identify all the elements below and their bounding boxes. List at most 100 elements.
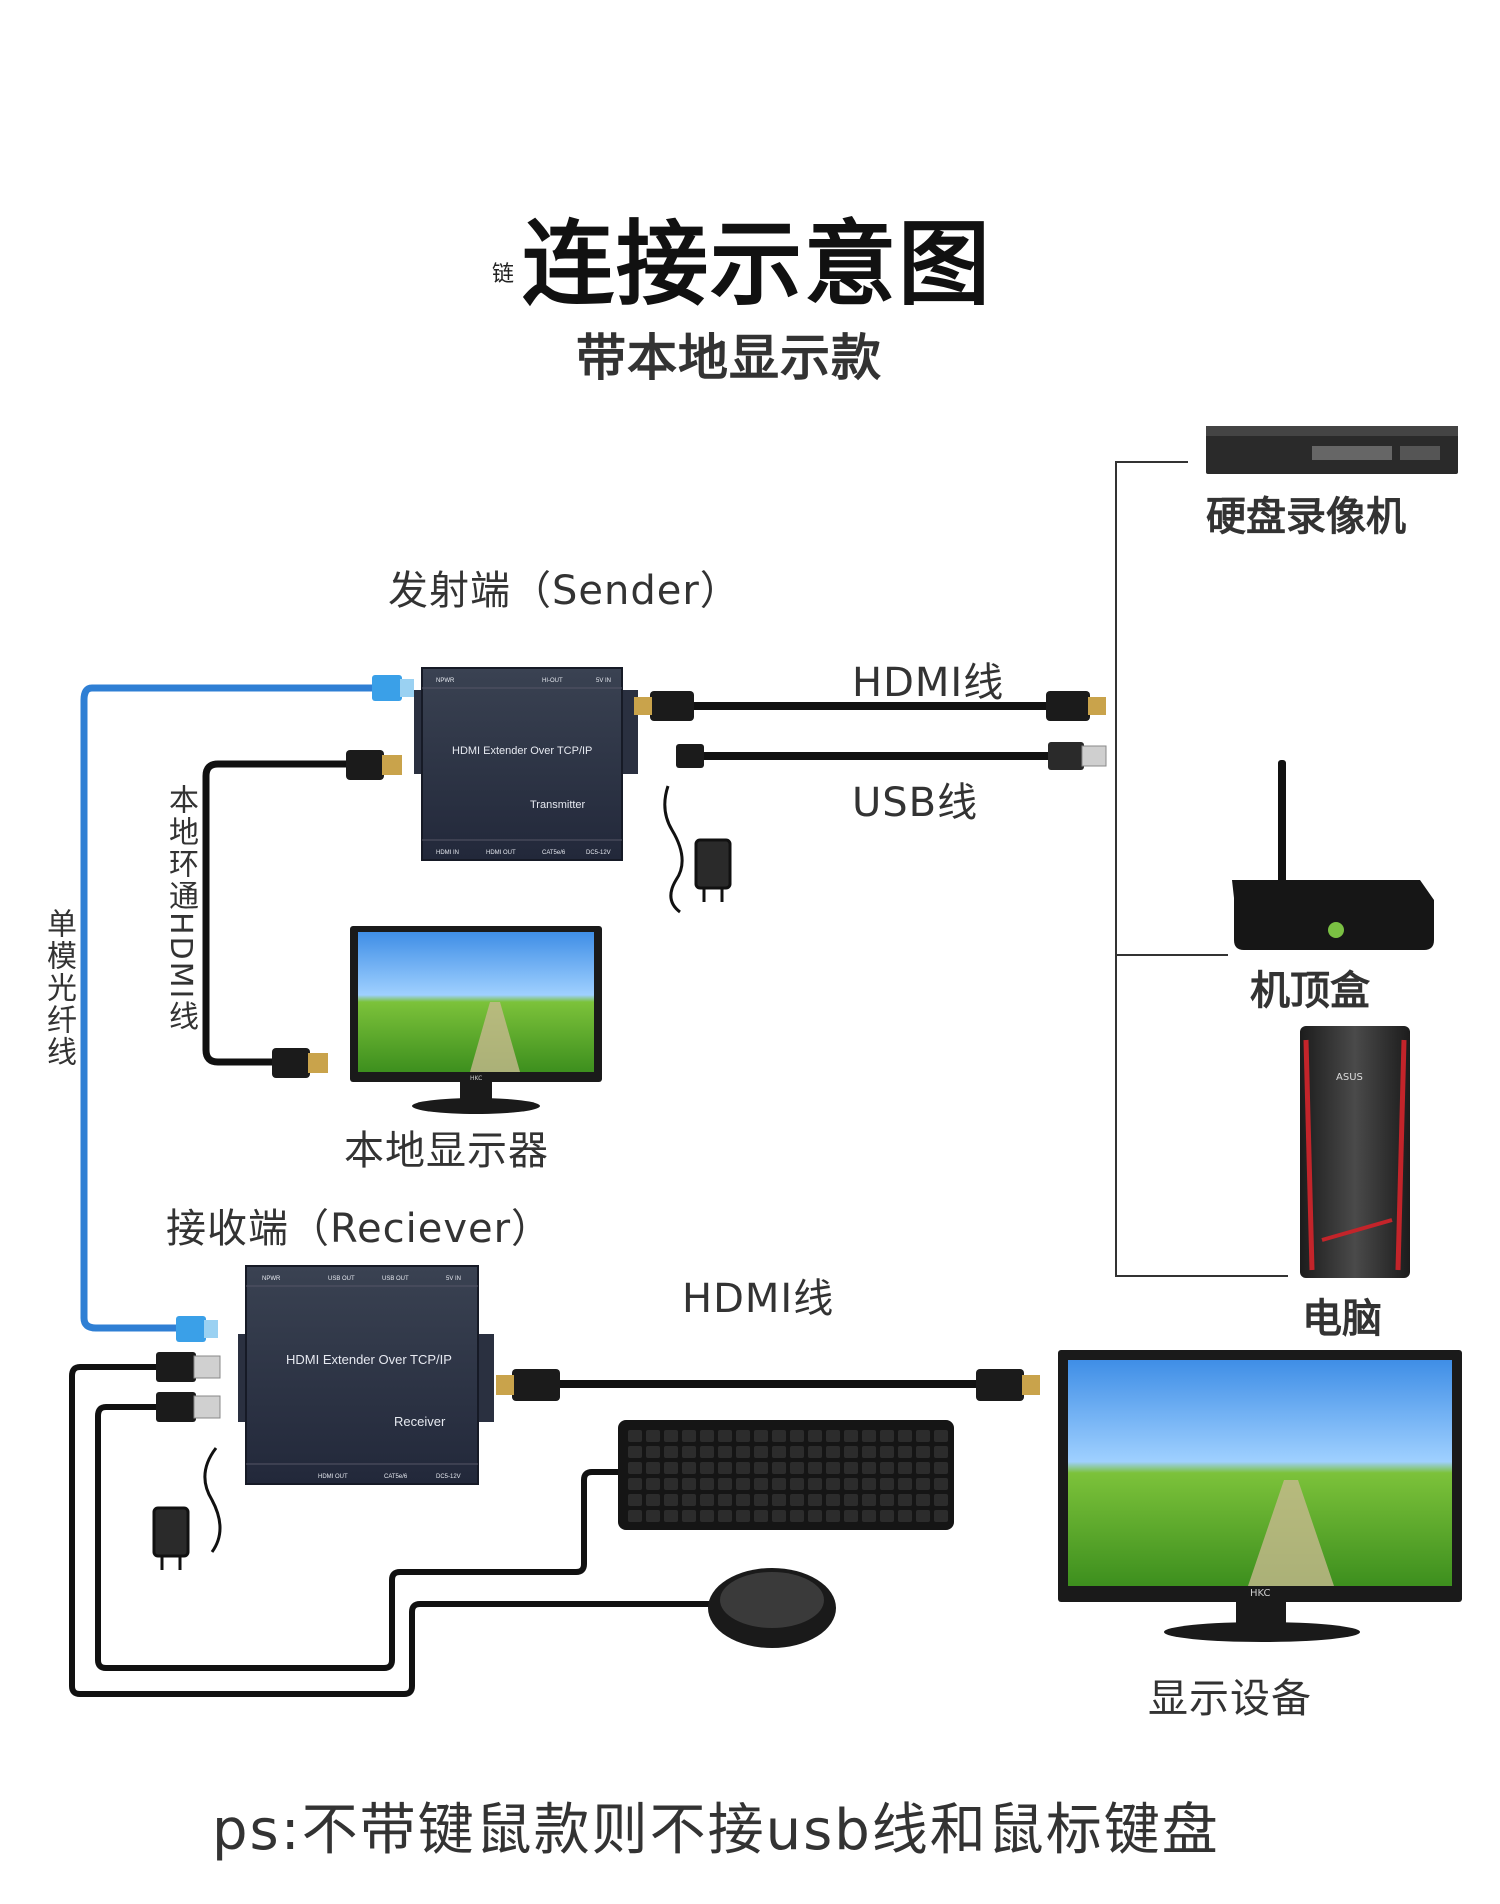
pc-brand: ASUS: [1336, 1072, 1363, 1083]
display-monitor-graphic: HKC: [1058, 1350, 1462, 1642]
receiver-top-port-0: NPWR: [262, 1276, 281, 1282]
keyboard-key: [718, 1510, 732, 1522]
hdmi-cable-top-label: HDMI线: [852, 660, 1005, 706]
receiver-top-port-2: USB OUT: [382, 1276, 409, 1282]
keyboard-key: [736, 1510, 750, 1522]
keyboard-key: [700, 1462, 714, 1474]
usb-plugs-receiver: [156, 1352, 221, 1422]
page-subtitle: 带本地显示款: [576, 329, 882, 387]
keyboard-key: [664, 1494, 678, 1506]
keyboard-key: [862, 1494, 876, 1506]
loop-hdmi-cable: [202, 760, 350, 1066]
keyboard-key: [754, 1478, 768, 1490]
keyboard-key: [628, 1510, 642, 1522]
keyboard-key: [808, 1478, 822, 1490]
keyboard-key: [862, 1510, 876, 1522]
keyboard-key: [772, 1494, 786, 1506]
keyboard-key: [916, 1494, 930, 1506]
keyboard-key: [880, 1462, 894, 1474]
keyboard-key: [790, 1446, 804, 1458]
keyboard-key: [844, 1510, 858, 1522]
mouse-graphic: [708, 1568, 836, 1648]
transmitter-title: HDMI Extender Over TCP/IP: [452, 745, 592, 757]
nvr-label: 硬盘录像机: [1206, 494, 1406, 540]
keyboard-key: [682, 1430, 696, 1442]
keyboard-key: [790, 1462, 804, 1474]
display-brand: HKC: [1250, 1588, 1271, 1599]
keyboard-key: [682, 1478, 696, 1490]
keyboard-key: [862, 1478, 876, 1490]
keyboard-key: [826, 1462, 840, 1474]
keyboard-key: [700, 1478, 714, 1490]
sender-label: 发射端（Sender）: [388, 568, 741, 614]
keyboard-key: [898, 1430, 912, 1442]
keyboard-key: [898, 1446, 912, 1458]
keyboard-key: [880, 1446, 894, 1458]
hdmi-cable-top: [634, 691, 1106, 721]
keyboard-key: [646, 1462, 660, 1474]
keyboard-key: [718, 1446, 732, 1458]
transmitter-bottom-port-2: CAT5e/6: [542, 850, 566, 856]
keyboard-mouse-cables: [69, 1364, 720, 1697]
keyboard-key: [646, 1510, 660, 1522]
local-monitor-brand: HKC: [470, 1075, 482, 1082]
keyboard-key: [754, 1446, 768, 1458]
keyboard-key: [718, 1462, 732, 1474]
keyboard-key: [628, 1494, 642, 1506]
keyboard-key: [736, 1478, 750, 1490]
keyboard-key: [772, 1510, 786, 1522]
keyboard-key: [736, 1446, 750, 1458]
receiver-role: Receiver: [394, 1414, 446, 1429]
receiver-top-port-1: USB OUT: [328, 1276, 355, 1282]
keyboard-key: [862, 1462, 876, 1474]
footer-note: ps:不带键鼠款则不接usb线和鼠标键盘: [212, 1798, 1220, 1863]
keyboard-key: [808, 1462, 822, 1474]
keyboard-key: [880, 1494, 894, 1506]
keyboard-key: [844, 1462, 858, 1474]
keyboard-key: [808, 1494, 822, 1506]
keyboard-key: [898, 1494, 912, 1506]
keyboard-key: [772, 1446, 786, 1458]
keyboard-key: [754, 1430, 768, 1442]
keyboard-key: [628, 1446, 642, 1458]
transmitter-bottom-port-0: HDMI IN: [436, 850, 459, 856]
power-adapter-receiver: [152, 1447, 222, 1570]
keyboard-key: [898, 1462, 912, 1474]
keyboard-key: [916, 1462, 930, 1474]
keyboard-key: [826, 1478, 840, 1490]
keyboard-key: [736, 1494, 750, 1506]
keyboard-key: [682, 1510, 696, 1522]
hdmi-cable-bottom: [496, 1369, 1040, 1401]
keyboard-key: [700, 1510, 714, 1522]
receiver-bottom-port-2: DC5-12V: [436, 1474, 461, 1480]
local-monitor-graphic: HKC: [350, 926, 602, 1114]
keyboard-graphic: [618, 1420, 954, 1530]
keyboard-key: [790, 1510, 804, 1522]
keyboard-key: [844, 1446, 858, 1458]
keyboard-key: [646, 1478, 660, 1490]
keyboard-key: [934, 1494, 948, 1506]
keyboard-key: [916, 1510, 930, 1522]
keyboard-key: [826, 1510, 840, 1522]
keyboard-key: [880, 1430, 894, 1442]
keyboard-key: [916, 1446, 930, 1458]
transmitter-top-port-0: NPWR: [436, 678, 455, 684]
keyboard-key: [934, 1462, 948, 1474]
keyboard-key: [646, 1446, 660, 1458]
keyboard-key: [772, 1462, 786, 1474]
set-top-box-label: 机顶盒: [1250, 968, 1370, 1014]
receiver-label: 接收端（Reciever）: [166, 1206, 553, 1252]
keyboard-key: [736, 1462, 750, 1474]
keyboard-key: [718, 1478, 732, 1490]
rj45-plug-bottom: [176, 1316, 218, 1342]
loop-cable-label: 本地环通HDMI线: [163, 784, 198, 1033]
set-top-box-graphic: [1232, 760, 1434, 950]
keyboard-key: [754, 1494, 768, 1506]
keyboard-key: [826, 1430, 840, 1442]
keyboard-key: [790, 1478, 804, 1490]
fiber-cable-label: 单模光纤线: [41, 908, 76, 1068]
keyboard-key: [844, 1494, 858, 1506]
receiver-box: HDMI Extender Over TCP/IP Receiver NPWR …: [238, 1265, 494, 1485]
keyboard-key: [700, 1430, 714, 1442]
keyboard-key: [826, 1494, 840, 1506]
